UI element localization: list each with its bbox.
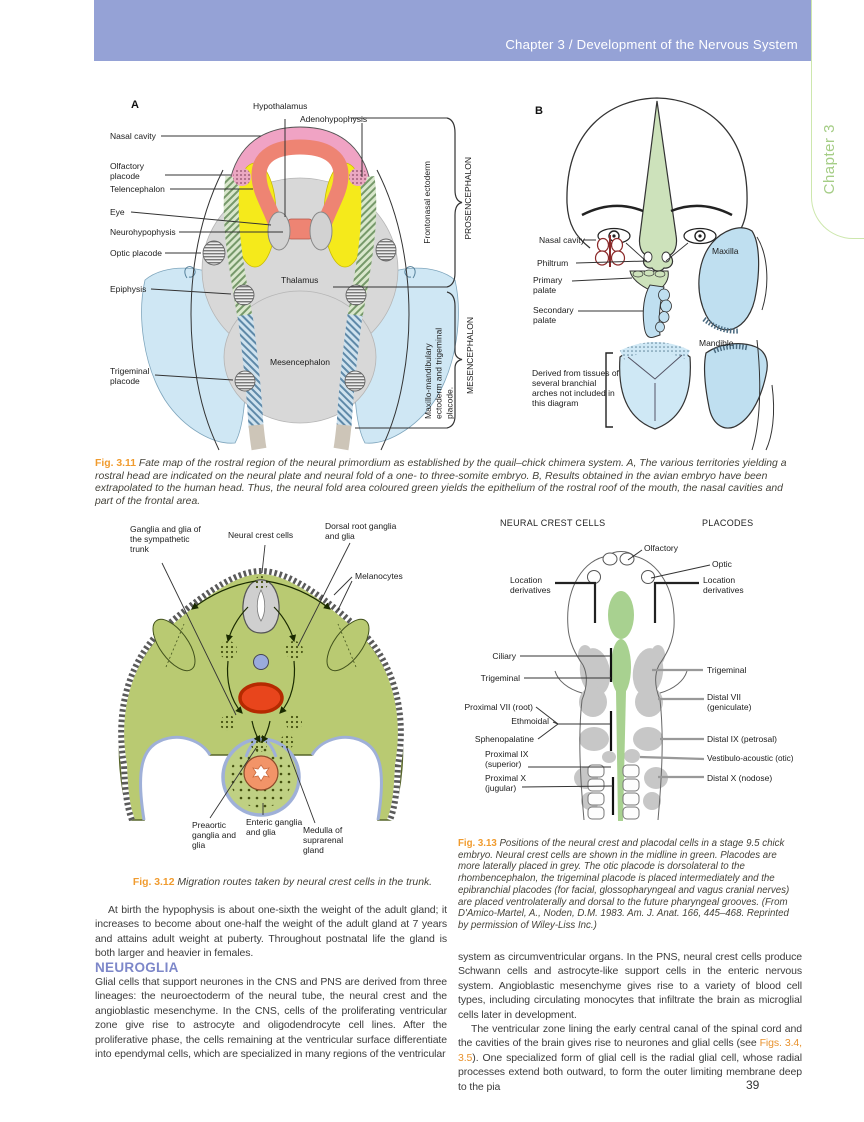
fig313-header-neural-crest: NEURAL CREST CELLS	[500, 518, 606, 528]
fig311-caption: Fig. 3.11 Fate map of the rostral region…	[95, 458, 803, 508]
section-heading-neuroglia: NEUROGLIA	[95, 959, 179, 975]
label-nasal-cavity-a: Nasal cavity	[110, 131, 156, 141]
body-right-paragraph-2: The ventricular zone lining the early ce…	[458, 1022, 802, 1094]
label-neurohypophysis: Neurohypophysis	[110, 227, 176, 237]
body-right-paragraph-1: system as circumventricular organs. In t…	[458, 951, 802, 1021]
chapter-side-tab-label: Chapter 3	[821, 124, 838, 195]
chapter-header-title: Chapter 3 / Development of the Nervous S…	[505, 37, 798, 52]
label-optic-placode: Optic placode	[110, 248, 162, 258]
label-trigeminal-left: Trigeminal	[480, 673, 520, 683]
fig312-caption: Fig. 3.12 Migration routes taken by neur…	[110, 877, 455, 890]
chapter-side-tab: Chapter 3	[811, 0, 864, 239]
label-olfactory: Olfactory	[644, 543, 679, 553]
label-distal-ix: Distal IX (petrosal)	[707, 734, 777, 744]
chapter-header-bar: Chapter 3 / Development of the Nervous S…	[94, 0, 811, 61]
fig313-caption: Fig. 3.13 Positions of the neural crest …	[458, 838, 796, 932]
label-location-derivatives-left: Location derivatives	[510, 575, 551, 596]
figure-3-12: Ganglia and glia of the sympathetic trun…	[110, 515, 455, 910]
label-preaortic-ganglia: Preaortic ganglia and glia	[192, 820, 236, 851]
panel-b-letter: B	[535, 105, 543, 117]
panel-a-letter: A	[131, 99, 139, 111]
label-distal-vii: Distal VII (geniculate)	[707, 692, 752, 713]
label-sphenopalatine: Sphenopalatine	[474, 734, 534, 744]
label-telencephalon: Telencephalon	[110, 184, 165, 194]
body-left-paragraph-2: Glial cells that support neurones in the…	[95, 976, 447, 1061]
label-ciliary: Ciliary	[492, 651, 516, 661]
label-location-derivatives-right: Location derivatives	[703, 575, 744, 596]
label-enteric-ganglia: Enteric ganglia and glia	[246, 817, 303, 838]
fig311-panel-b-illustration	[566, 97, 775, 451]
fig311-caption-text: Fate map of the rostral region of the ne…	[95, 458, 787, 507]
fig312-illustration	[118, 542, 404, 824]
label-olfactory-placode: Olfactory placode	[110, 161, 145, 182]
label-trigeminal-placode: Trigeminal placode	[110, 366, 150, 387]
label-proximal-ix: Proximal IX (superior)	[485, 749, 529, 770]
body-column-right: system as circumventricular organs. In t…	[458, 950, 802, 1094]
label-primary-palate: Primary palate	[533, 275, 563, 296]
body-right-p2-pre: The ventricular zone lining the early ce…	[458, 1023, 802, 1050]
figure-3-13: NEURAL CREST CELLS PLACODES Olfactory Op…	[458, 515, 798, 835]
figure-3-11: A Hypothalamus Adenohypophysis Nasal cav…	[95, 85, 805, 455]
label-ganglia-sympathetic: Ganglia and glia of the sympathetic trun…	[130, 524, 201, 555]
label-mandible: Mandible	[699, 338, 734, 348]
label-maxillo-mandibulary-note: Maxillo-mandibulary ectoderm and trigemi…	[423, 327, 455, 419]
label-prosencephalon: PROSENCEPHALON	[463, 157, 473, 240]
label-proximal-vii: Proximal VII (root)	[464, 702, 534, 712]
label-hypothalamus: Hypothalamus	[253, 101, 308, 111]
fig313-header-placodes: PLACODES	[702, 518, 754, 528]
label-branchial-note: Derived from tissues of several branchia…	[532, 368, 619, 409]
label-frontonasal-ectoderm: Frontonasal ectoderm	[422, 161, 432, 244]
label-mesencephalon: Mesencephalon	[270, 357, 331, 367]
label-medulla-suprarenal: Medulla of suprarenal gland	[303, 825, 344, 856]
label-thalamus: Thalamus	[281, 275, 319, 285]
label-optic: Optic	[712, 559, 732, 569]
label-neural-crest-cells: Neural crest cells	[228, 530, 294, 540]
label-philtrum: Philtrum	[537, 258, 569, 268]
label-eye: Eye	[110, 207, 125, 217]
label-mesencephalon-bracket: MESENCEPHALON	[465, 317, 475, 394]
label-distal-x: Distal X (nodose)	[707, 773, 773, 783]
label-melanocytes: Melanocytes	[355, 571, 403, 581]
body-left-paragraph-1: At birth the hypophysis is about one-six…	[95, 904, 447, 960]
figure-cross-reference-link[interactable]: Figs. 3.4, 3.5	[458, 1037, 802, 1064]
label-dorsal-root-ganglia: Dorsal root ganglia and glia	[325, 521, 397, 542]
body-column-left: At birth the hypophysis is about one-six…	[95, 903, 447, 1061]
label-trigeminal-right: Trigeminal	[707, 665, 747, 675]
label-proximal-x: Proximal X (jugular)	[485, 773, 527, 794]
page-number: 39	[746, 1078, 760, 1092]
body-right-p2-post: ). One specialized form of glial cell is…	[458, 1051, 802, 1093]
fig313-illustration	[520, 549, 711, 821]
label-nasal-cavity-b: Nasal cavity	[539, 235, 585, 245]
fig312-caption-text: Migration routes taken by neural crest c…	[177, 877, 433, 888]
label-maxilla: Maxilla	[712, 246, 739, 256]
label-ethmoidal: Ethmoidal	[511, 716, 549, 726]
fig311-caption-label: Fig. 3.11	[95, 458, 137, 469]
fig312-caption-label: Fig. 3.12	[132, 877, 175, 888]
label-secondary-palate: Secondary palate	[533, 305, 574, 326]
fig311-panel-a-illustration	[130, 117, 463, 451]
label-vestibulo-acoustic: Vestibulo-acoustic (otic)	[707, 754, 794, 763]
label-epiphysis: Epiphysis	[110, 284, 147, 294]
fig313-caption-text: Positions of the neural crest and placod…	[458, 838, 790, 931]
label-adenohypophysis: Adenohypophysis	[300, 114, 368, 124]
fig313-caption-label: Fig. 3.13	[458, 838, 497, 849]
